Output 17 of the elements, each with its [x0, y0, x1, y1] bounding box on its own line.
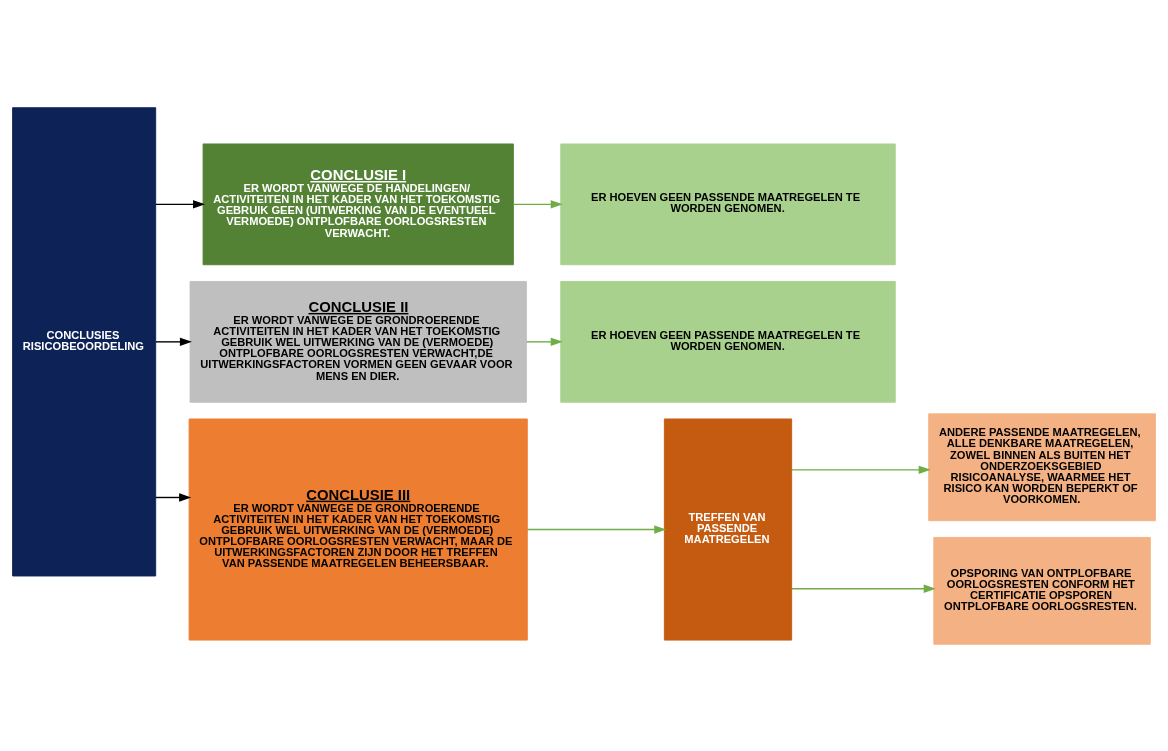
- arrow: [512, 199, 563, 209]
- node-box: ANDERE PASSENDE MAATREGELEN, ALLE DENKBARE MAATREGELEN, ZOWEL BINNEN ALS BUITEN HET ONDERZOEKSGEBIED RISICOANALYSE, WAARMEE HET RISICO KAN WORDEN BEPERKT OF VOORKOMEN.: [928, 412, 1156, 521]
- arrow: [791, 584, 936, 593]
- arrow: [526, 524, 667, 534]
- arrow: [155, 337, 192, 346]
- node-box: TREFFEN VAN PASSENDE MAATREGELEN: [663, 418, 793, 641]
- node-box: CONCLUSIES RISICOBEOORDELING: [12, 106, 157, 576]
- node-box: ER HOEVEN GEEN PASSENDE MAATREGELEN TE WORDEN GENOMEN.: [560, 280, 896, 403]
- node-box: CONCLUSIE I ER WORDT VANWEGE DE HANDELINGEN/ ACTIVITEITEN IN HET KADER VAN HET TOEKOMSTIG GEBRUIK GEEN (UITWERKING VAN DE EVENTUEEL VERMOEDE) ONTPLOFBARE OORLOGSRESTEN VERWACHT.: [202, 143, 514, 265]
- node-box: ER HOEVEN GEEN PASSENDE MAATREGELEN TE WORDEN GENOMEN.: [560, 143, 896, 265]
- arrow: [525, 337, 563, 346]
- node-box: OPSPORING VAN ONTPLOFBARE OORLOGSRESTEN CONFORM HET CERTIFICATIE OPSPOREN ONTPLOFBARE OORLOGSRESTEN.: [933, 536, 1151, 645]
- arrow: [791, 465, 931, 474]
- node-box: CONCLUSIE III ER WORDT VANWEGE DE GRONDROERENDE ACTIVITEITEN IN HET KADER VAN HET TOEKOMSTIG GEBRUIK WEL UITWERKING VAN DE (VERMOEDE) ONTPLOFBARE OORLOGSRESTEN VERWACHT, MAAR DE UITWERKINGSFACTOREN ZIJN DOOR HET TREFFEN VAN PASSENDE MAATREGELEN BEHEERSBAAR.: [188, 418, 528, 641]
- arrow: [155, 199, 206, 209]
- node-box: CONCLUSIE II ER WORDT VANWEGE DE GRONDROERENDE ACTIVITEITEN IN HET KADER VAN HET TOEKOMSTIG GEBRUIK WEL UITWERKING VAN DE (VERMOEDE) ONTPLOFBARE OORLOGSRESTEN VERWACHT,DE UITWERKINGSFACTOREN VORMEN GEEN GEVAAR VOOR MENS EN DIER.: [189, 280, 527, 403]
- arrow: [155, 492, 192, 502]
